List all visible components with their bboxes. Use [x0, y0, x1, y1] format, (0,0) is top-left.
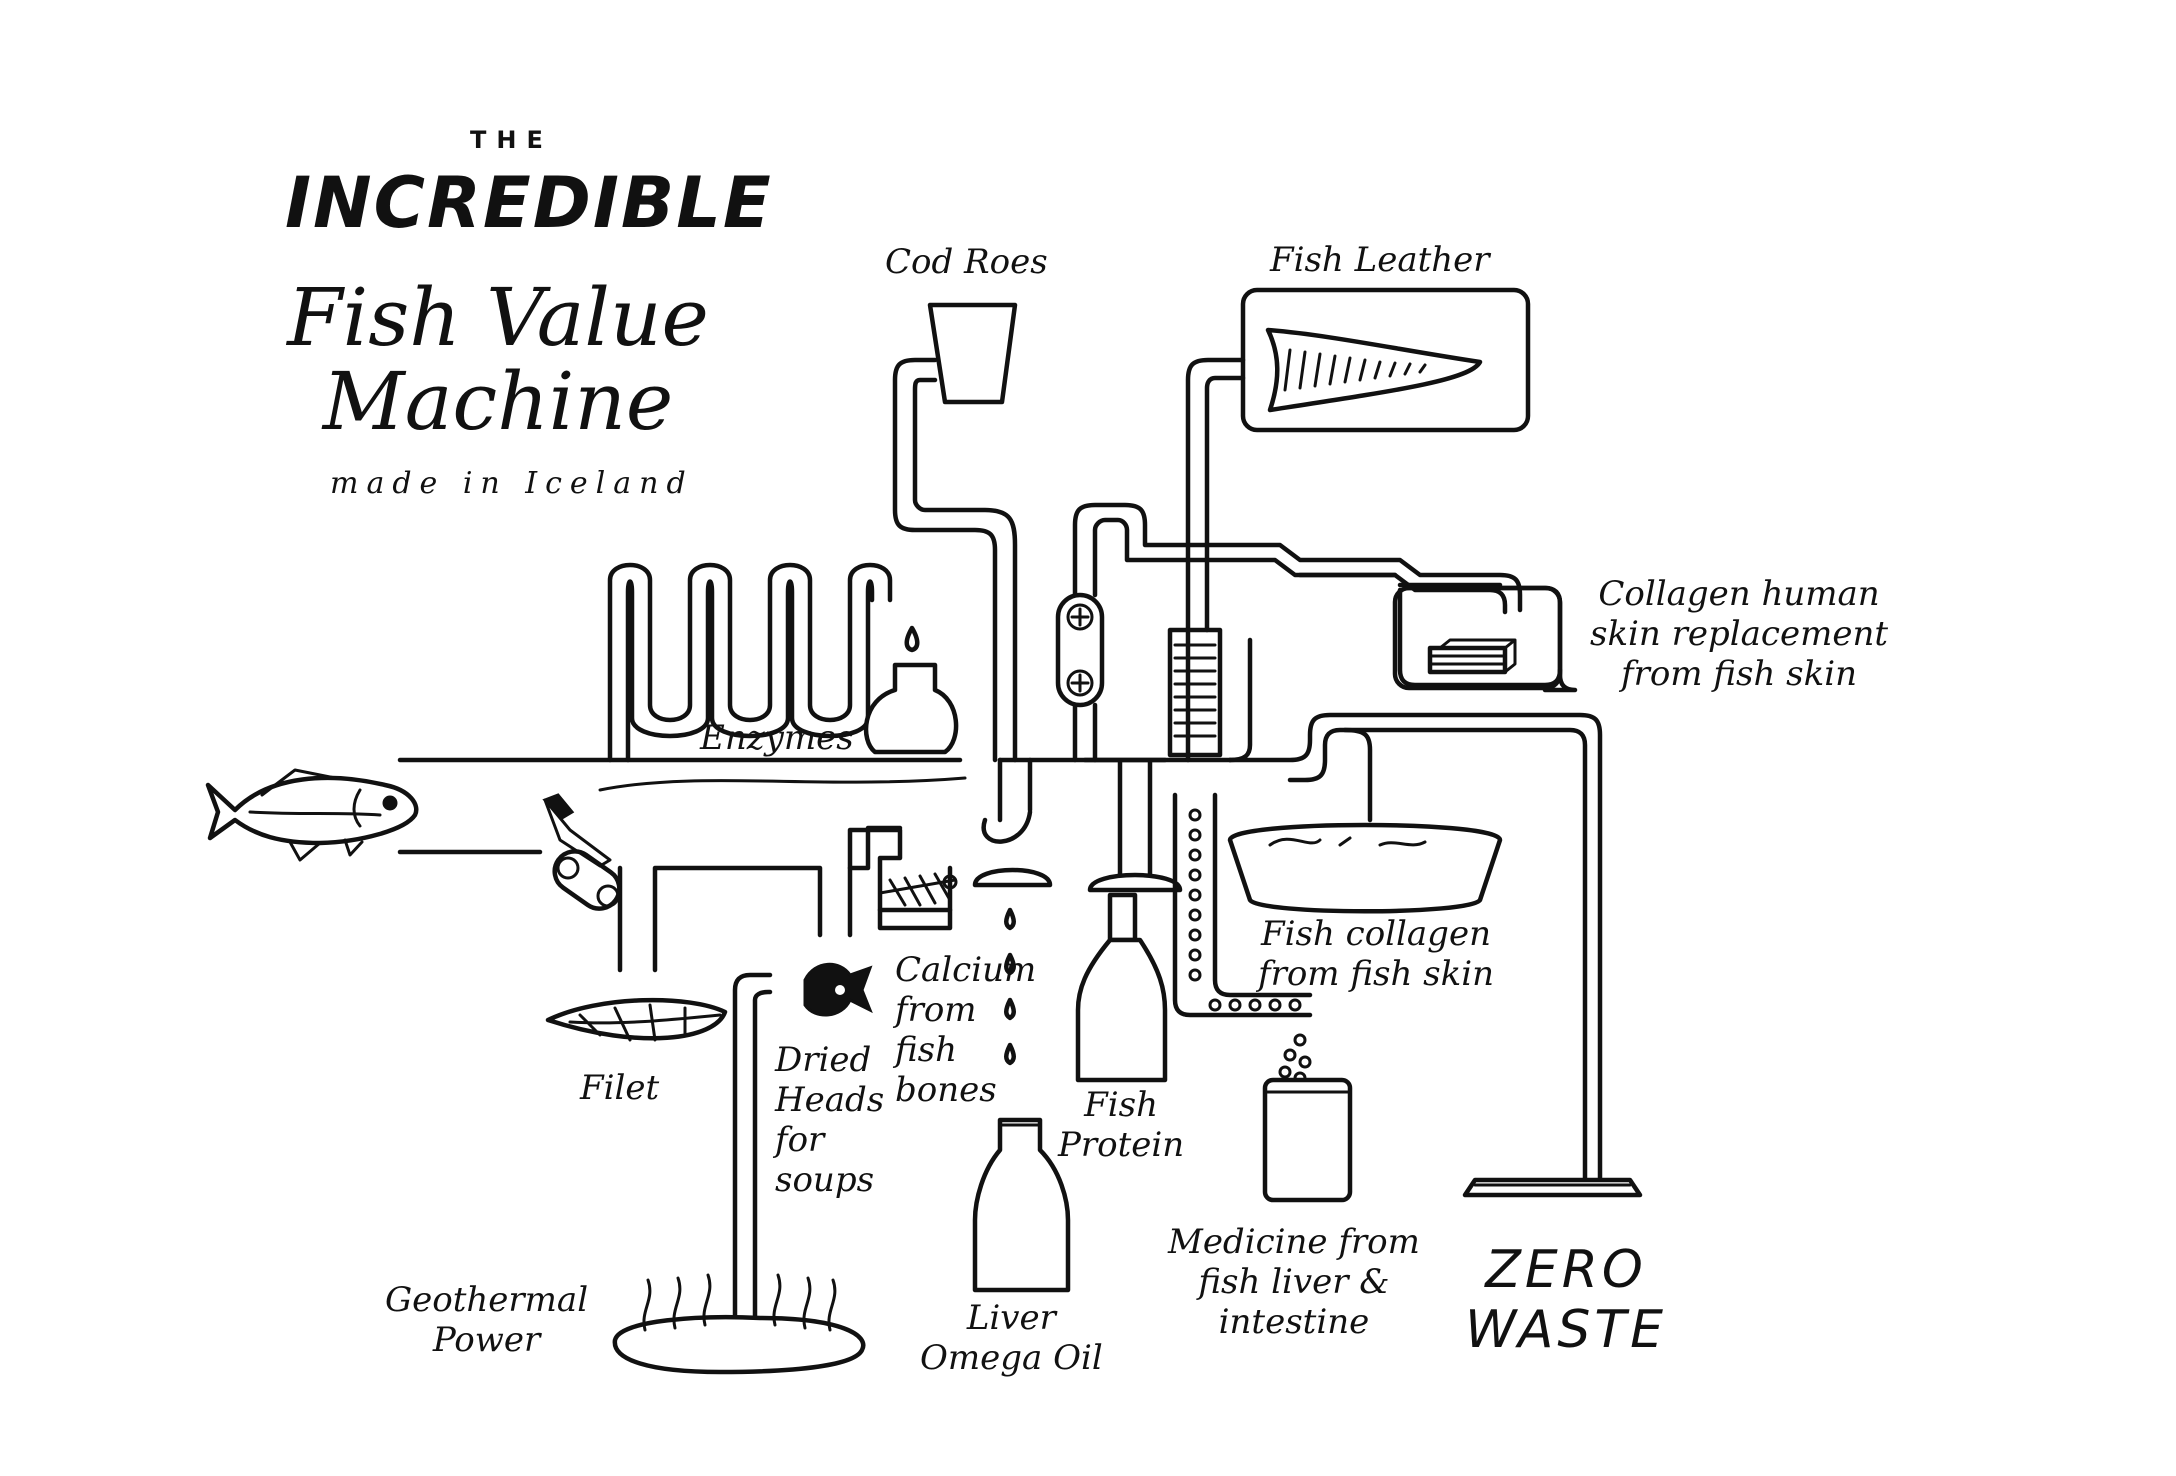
falling-pill [1298, 1055, 1312, 1069]
label-collagen-skin: Collagen human skin replacement from fis… [1590, 574, 1888, 694]
pipe-dot [1188, 908, 1202, 922]
pipe-dot [1288, 998, 1302, 1012]
liver-oil-bottle [972, 1117, 1071, 1293]
pipe-dot [1228, 998, 1242, 1012]
dried-heads-icon [803, 962, 873, 1017]
belt-vertical [1055, 502, 1523, 763]
fish-leather-box [1167, 287, 1531, 763]
pipe-dot [1188, 968, 1202, 982]
falling-pill [1283, 1048, 1297, 1062]
knife-icon [542, 793, 612, 868]
pipe-dot [1248, 998, 1262, 1012]
collagen-skin-box [1297, 572, 1578, 693]
label-filet: Filet [580, 1068, 660, 1108]
label-dried-heads: Dried Heads for soups [775, 1040, 885, 1200]
pipe-dot [1188, 928, 1202, 942]
label-calcium: Calcium from fish bones [895, 950, 1037, 1110]
pipe-dot [1188, 868, 1202, 882]
filet-icon [545, 997, 728, 1042]
enzymes-coil [607, 562, 959, 763]
belt-small [552, 849, 622, 911]
geothermal-pool [612, 972, 866, 1375]
medicine-jar [1172, 792, 1353, 1203]
pipe-dot [1188, 948, 1202, 962]
label-zero-waste: ZERO WASTE [1465, 1240, 1668, 1360]
fish-icon [205, 768, 419, 862]
falling-pill [1293, 1033, 1307, 1047]
label-liver-oil: Liver Omega Oil [920, 1298, 1103, 1378]
label-geothermal: Geothermal Power [385, 1280, 589, 1360]
title-main: Fish Value Machine [287, 271, 709, 448]
oil-funnel [972, 757, 1053, 1066]
title-incredible: INCREDIBLE [285, 162, 773, 244]
pipe-dot [1188, 828, 1202, 842]
falling-pill [1278, 1065, 1292, 1079]
cod-roes-cup [892, 302, 1018, 763]
label-cod-roes: Cod Roes [885, 242, 1048, 282]
zero-waste-plate [1462, 1177, 1643, 1198]
calcium-bones-box [847, 827, 958, 931]
pipe-dot [1188, 888, 1202, 902]
label-fish-leather: Fish Leather [1270, 240, 1490, 280]
pipe-dot [1208, 998, 1222, 1012]
fish-collagen-bowl [1227, 712, 1603, 1183]
label-enzymes: Enzymes [700, 718, 854, 758]
pipe-dot [1268, 998, 1282, 1012]
label-medicine: Medicine from fish liver & intestine [1168, 1222, 1420, 1342]
title-the: THE [470, 126, 553, 154]
label-fish-collagen: Fish collagen from fish skin [1258, 914, 1495, 994]
fish-protein-bottle [1075, 757, 1183, 1083]
main-pipe [397, 757, 1233, 973]
pipe-dot [1188, 848, 1202, 862]
pipe-dot [1188, 808, 1202, 822]
title-subtitle: made in Iceland [330, 466, 694, 501]
label-fish-protein: Fish Protein [1058, 1085, 1185, 1165]
